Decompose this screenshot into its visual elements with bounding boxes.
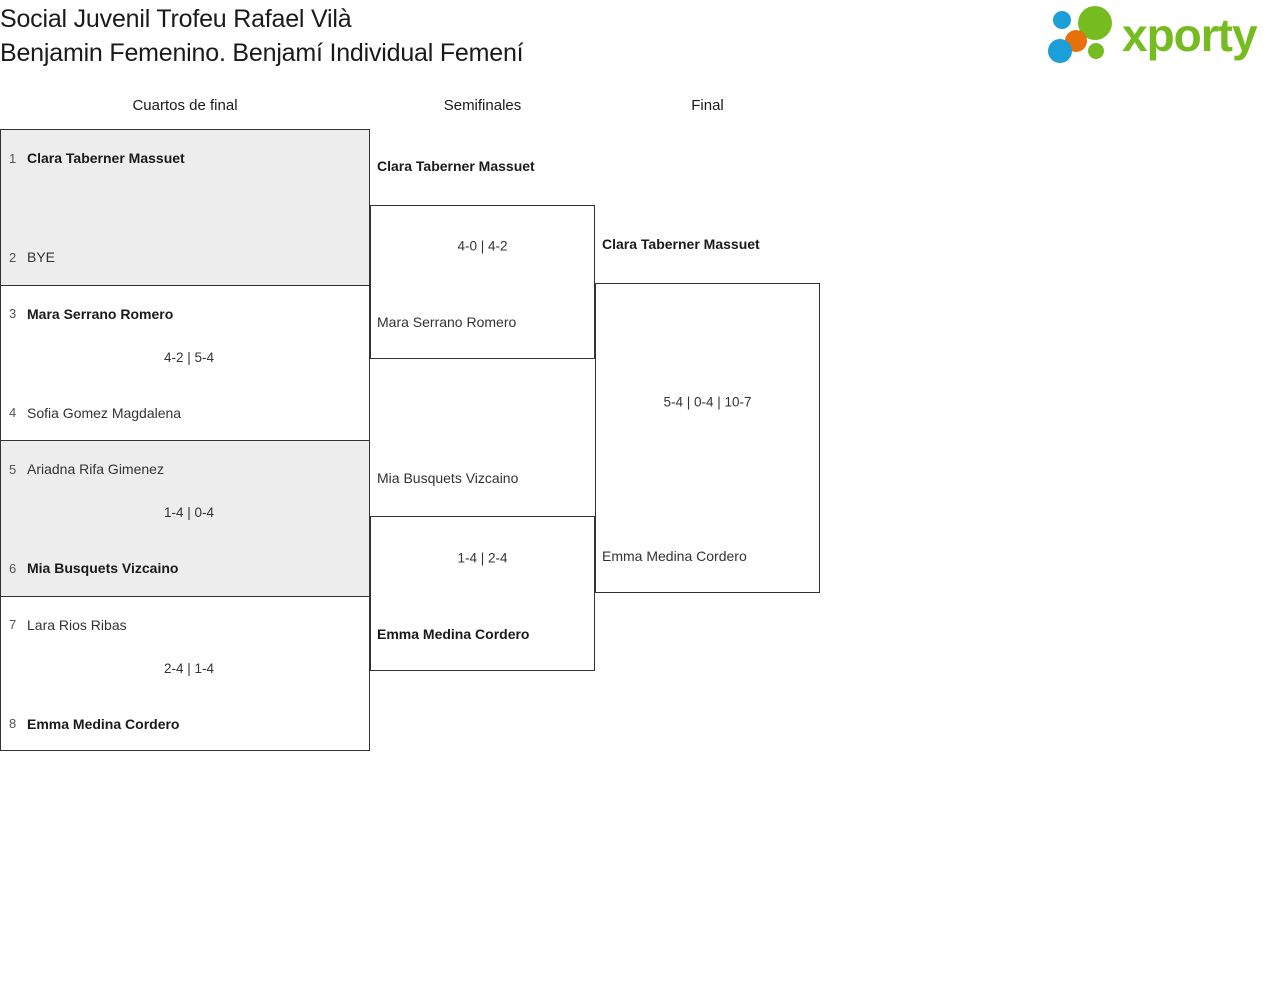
qf-match-1-player-top[interactable]: 1 Clara Taberner Massuet [1,144,369,172]
seed-number: 2 [9,249,17,265]
qf-match-1[interactable]: 1 Clara Taberner Massuet 2 BYE [0,129,370,285]
sf-match-2-score: 1-4 | 2-4 [457,550,508,566]
round-header-semifinals: Semifinales [443,97,522,114]
seed-number: 4 [9,405,17,420]
player-name: Mara Serrano Romero [27,305,174,322]
qf-match-3-player-top[interactable]: 5 Ariadna Rifa Gimenez [1,455,369,483]
round-header-quarterfinals: Cuartos de final [132,97,238,114]
round-header-final: Final [691,97,724,114]
player-name: BYE [27,249,56,265]
title-line-1: Social Juvenil Trofeu Rafael Vilà [0,5,352,33]
seed-number: 5 [9,461,17,477]
final-score: 5-4 | 0-4 | 10-7 [663,394,752,410]
sf-match-1-box[interactable]: 4-0 | 4-2 [370,205,595,359]
sf-match-1-score: 4-0 | 4-2 [457,238,508,254]
qf-match-2-player-bottom[interactable]: 4 Sofia Gomez Magdalena [1,399,369,427]
qf-match-4-score: 2-4 | 1-4 [163,660,215,676]
qf-match-3-player-bottom[interactable]: 6 Mia Busquets Vizcaino [1,554,369,582]
qf-match-2[interactable]: 3 Mara Serrano Romero 4-2 | 5-4 4 Sofia … [0,284,370,440]
player-name: Mia Busquets Vizcaino [27,560,179,576]
qf-match-3[interactable]: 5 Ariadna Rifa Gimenez 1-4 | 0-4 6 Mia B… [0,440,370,596]
seed-number: 1 [9,150,17,166]
seed-number: 8 [9,716,17,731]
final-match-box[interactable]: 5-4 | 0-4 | 10-7 [595,283,820,593]
player-name: Clara Taberner Massuet [27,150,185,166]
seed-number: 3 [9,306,17,321]
sf-match-2-box[interactable]: 1-4 | 2-4 [370,516,595,671]
qf-match-2-player-top[interactable]: 3 Mara Serrano Romero [1,300,369,328]
logo-wordmark: xporty [1122,9,1258,61]
seed-number: 7 [9,617,17,632]
sf-match-2-player-bottom[interactable]: Emma Medina Cordero [377,626,530,642]
qf-match-2-score: 4-2 | 5-4 [163,349,215,365]
qf-match-3-score: 1-4 | 0-4 [163,505,215,520]
sf-match-1-player-bottom[interactable]: Mara Serrano Romero [377,314,517,330]
qf-match-4-player-top[interactable]: 7 Lara Rios Ribas [1,611,369,639]
page-title: Social Juvenil Trofeu Rafael Vilà Benjam… [0,2,900,70]
final-player-top[interactable]: Clara Taberner Massuet [602,236,760,252]
round-quarterfinals: 1 Clara Taberner Massuet 2 BYE 3 Mara Se… [0,129,370,751]
title-line-2: Benjamin Femenino. Benjamí Individual Fe… [0,39,524,67]
seed-number: 6 [9,560,17,576]
player-name: Emma Medina Cordero [27,715,180,732]
player-name: Sofia Gomez Magdalena [27,404,182,421]
qf-match-1-player-bottom[interactable]: 2 BYE [1,243,369,271]
final-player-bottom[interactable]: Emma Medina Cordero [602,548,747,564]
qf-match-4[interactable]: 7 Lara Rios Ribas 2-4 | 1-4 8 Emma Medin… [0,595,370,751]
player-name: Ariadna Rifa Gimenez [27,461,164,477]
sf-match-2-player-top[interactable]: Mia Busquets Vizcaino [377,470,519,486]
sf-match-1-player-top[interactable]: Clara Taberner Massuet [377,158,535,174]
logo-dots-icon [1048,6,1112,63]
qf-match-4-player-bottom[interactable]: 8 Emma Medina Cordero [1,710,369,738]
xporty-logo: xporty [1048,6,1276,68]
player-name: Lara Rios Ribas [27,616,127,633]
